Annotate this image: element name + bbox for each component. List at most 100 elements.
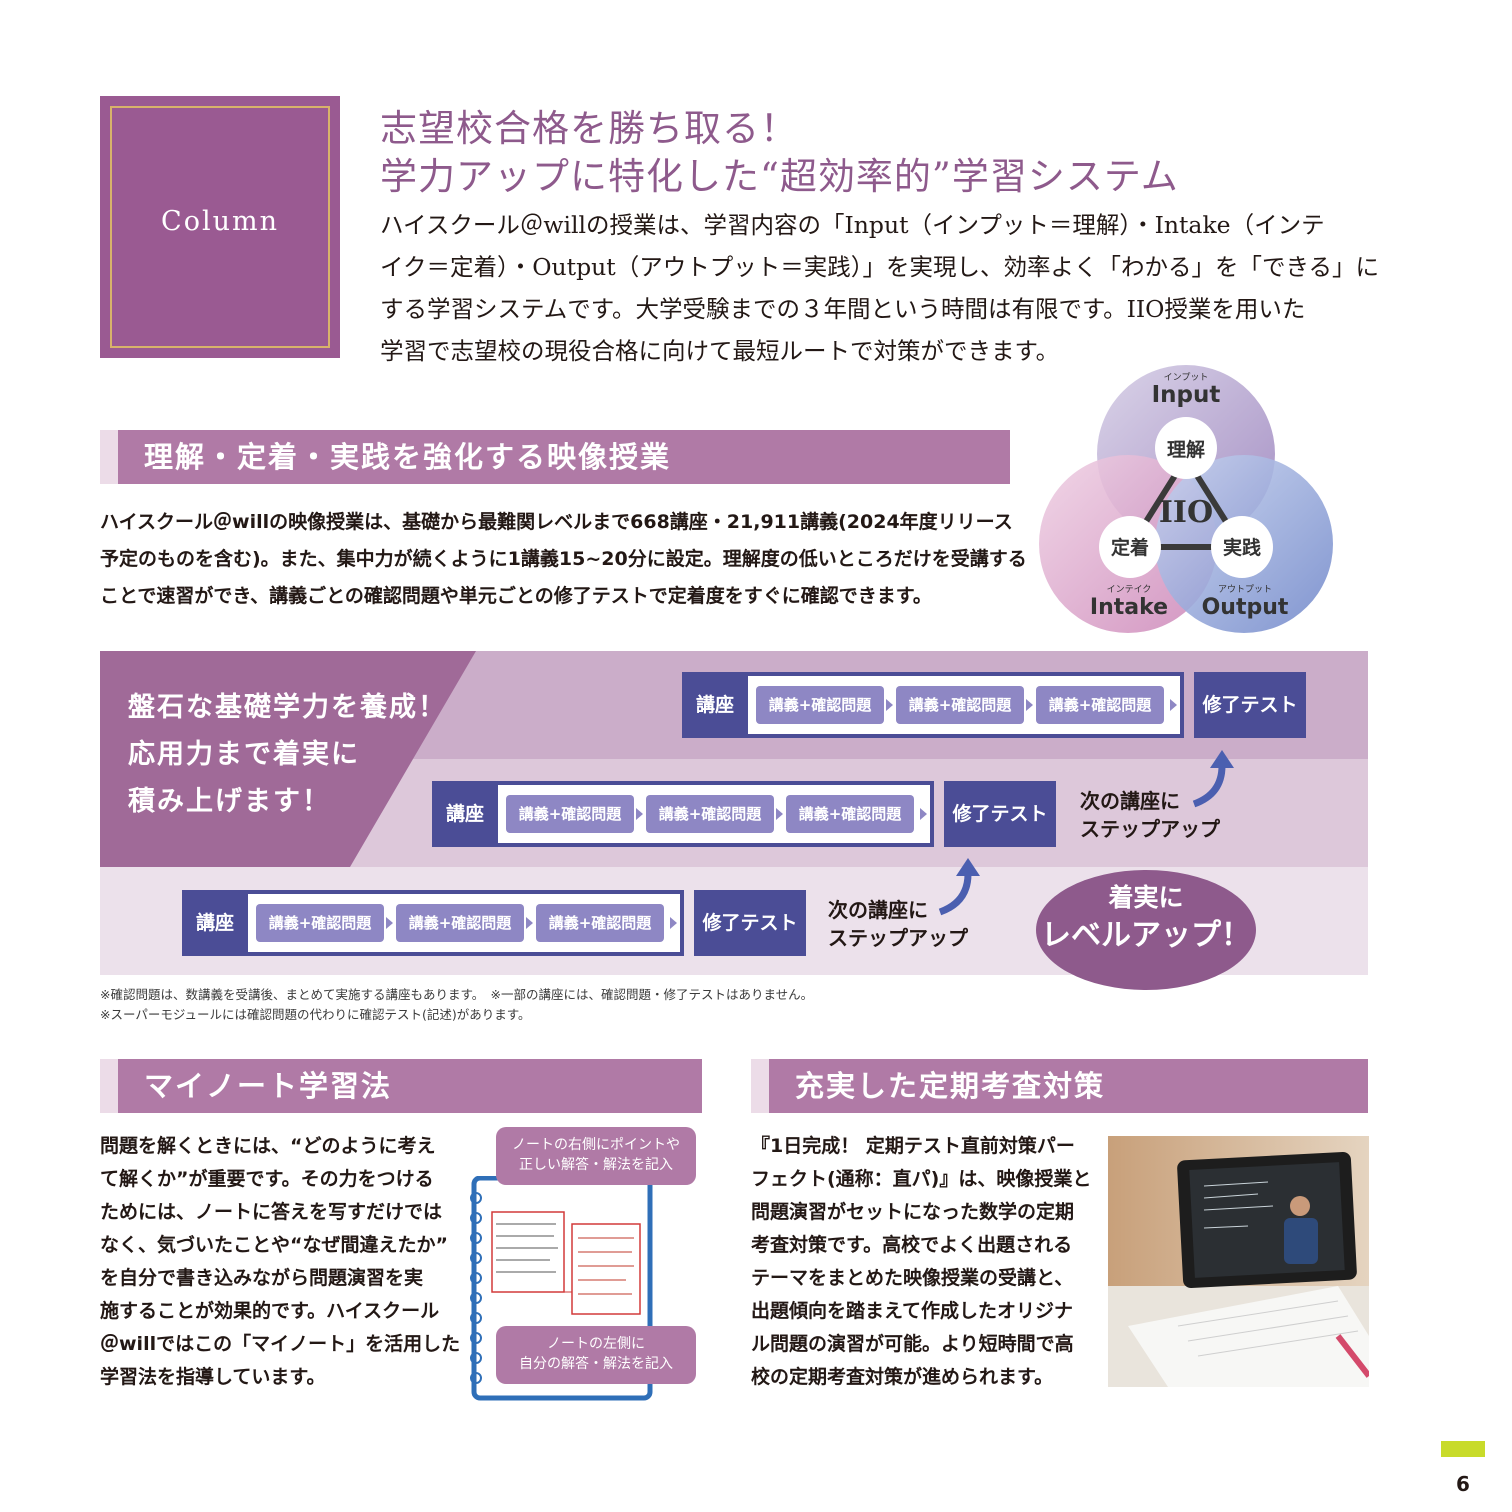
balloon-line: ノートの右側にポイントや	[512, 1137, 680, 1153]
curved-up-arrow-icon	[938, 858, 980, 916]
column-label: Column	[161, 206, 279, 237]
levelup-text: 着実に レベルアップ！	[1034, 880, 1258, 956]
intro-line: する学習システムです。大学受験までの３年間という時間は有限です。IIO授業を用い…	[380, 295, 1306, 323]
video-body-line: ことで速習ができ、講義ごとの確認問題や単元ごとの修了テストで定着度をすぐに確認で…	[100, 585, 932, 607]
mynote-body: 問題を解くときには、“どのように考え て解くか”が重要です。その力をつける ため…	[100, 1130, 460, 1394]
step-up-label: 次の講座に ステップアップ	[1080, 787, 1220, 843]
headline-line-2: 学力アップに特化した“超効率的”学習システム	[380, 155, 1179, 198]
arrow-icon	[1026, 699, 1033, 711]
footnote: ※確認問題は、数講義を受講後、まとめて実施する講座もあります。 ※一部の講座には…	[100, 987, 814, 1002]
iio-venn-diagram: 理解 定着 実践 IIO インプット Input インテイク Intake アウ…	[1039, 365, 1333, 633]
output-jp: 実践	[1223, 536, 1261, 559]
exam-body: 『1日完成！ 定期テスト直前対策パー フェクト(通称：直パ)』は、映像授業と 問…	[751, 1130, 1091, 1394]
page-number: 6	[1456, 1472, 1470, 1496]
mynote-section-header: マイノート学習法	[100, 1059, 702, 1113]
arrow-icon	[636, 808, 643, 820]
step-line: ステップアップ	[1080, 817, 1220, 841]
mynote-line: ためには、ノートに答えを写すだけでは	[100, 1201, 443, 1223]
course-label: 講座	[695, 694, 734, 716]
output-node	[1211, 516, 1273, 578]
footnote: ※スーパーモジュールには確認問題の代わりに確認テスト(記述)があります。	[100, 1007, 531, 1022]
course-row-2: 講座 講義+確認問題 講義+確認問題 講義+確認問題	[432, 781, 934, 847]
completion-test: 修了テスト	[1194, 672, 1306, 738]
levelup-line-2: レベルアップ！	[1041, 918, 1251, 953]
slogan-line: 積み上げます！	[128, 786, 331, 817]
lecture-strip: 講義+確認問題 講義+確認問題 講義+確認問題	[248, 894, 680, 952]
arrow-icon	[886, 699, 893, 711]
mynote-section-title: マイノート学習法	[144, 1069, 393, 1103]
levelup-ellipse	[1036, 870, 1256, 990]
mynote-line: 問題を解くときには、“どのように考え	[100, 1135, 436, 1157]
lecture-pill: 講義+確認問題	[396, 904, 524, 942]
course-row-3: 講座 講義+確認問題 講義+確認問題 講義+確認問題	[182, 890, 684, 956]
levelup-line-1: 着実に	[1108, 883, 1184, 912]
slogan-line: 応用力まで着実に	[128, 739, 360, 770]
lecture-strip: 講義+確認問題 講義+確認問題 講義+確認問題	[498, 785, 930, 843]
mynote-line: なく、気づいたことや“なぜ間違えたか”	[100, 1234, 448, 1256]
step-up-label: 次の講座に ステップアップ	[828, 896, 968, 952]
exam-line: 校の定期考査対策が進められます。	[751, 1366, 1054, 1388]
video-body-line: ハイスクール＠willの映像授業は、基礎から最難関レベルまで668講座・21,9…	[100, 511, 1013, 533]
exam-line: 考査対策です。高校でよく出題される	[751, 1234, 1073, 1256]
exam-section-header: 充実した定期考査対策	[751, 1059, 1368, 1113]
intro-line: ハイスクール＠willの授業は、学習内容の「Input（インプット＝理解）・In…	[380, 211, 1325, 239]
video-section-header: 理解・定着・実践を強化する映像授業	[100, 430, 1010, 484]
exam-line: ル問題の演習が可能。より短時間で高	[751, 1333, 1074, 1355]
balloon-right-side: ノートの右側にポイントや 正しい解答・解法を記入	[496, 1127, 696, 1185]
tablet-photo	[1108, 1136, 1369, 1387]
exam-line: 問題演習がセットになった数学の定期	[751, 1201, 1075, 1223]
balloon-line: 自分の解答・解法を記入	[519, 1356, 673, 1372]
page-number-tag: 6	[1441, 1441, 1485, 1512]
intake-ruby: インテイク	[1107, 584, 1152, 595]
arrow-icon	[776, 808, 783, 820]
video-body: ハイスクール＠willの映像授業は、基礎から最難関レベルまで668講座・21,9…	[100, 504, 1027, 615]
course-label: 講座	[445, 803, 484, 825]
arrow-icon	[920, 808, 927, 820]
intro-text: ハイスクール＠willの授業は、学習内容の「Input（インプット＝理解）・In…	[380, 204, 1380, 372]
intro-line: 学習で志望校の現役合格に向けて最短ルートで対策ができます。	[380, 337, 1060, 365]
mynote-line: を自分で書き込みながら問題演習を実	[100, 1267, 424, 1289]
exam-line: 出題傾向を踏まえて作成したオリジナ	[751, 1300, 1074, 1322]
exam-line: フェクト(通称：直パ)』は、映像授業と	[751, 1168, 1092, 1190]
lecture-pill: 講義+確認問題	[896, 686, 1024, 724]
iio-center: IIO	[1159, 495, 1213, 530]
lecture-pill: 講義+確認問題	[1036, 686, 1164, 724]
balloon-line: ノートの左側に	[547, 1336, 645, 1352]
column-frame	[110, 106, 330, 348]
exam-line: テーマをまとめた映像授業の受講と、	[751, 1267, 1074, 1289]
step-line: 次の講座に	[828, 898, 928, 922]
curved-up-arrow-icon	[1192, 750, 1234, 808]
balloon-line: 正しい解答・解法を記入	[519, 1157, 673, 1173]
intro-line: イク＝定着）・Output（アウトプット＝実践）」を実現し、効率よく「わかる」を…	[380, 253, 1380, 281]
step-line: ステップアップ	[828, 926, 968, 950]
mynote-line: て解くか”が重要です。その力をつける	[100, 1168, 434, 1190]
arrow-icon	[1170, 699, 1177, 711]
completion-test: 修了テスト	[944, 781, 1056, 847]
balloon-left-side: ノートの左側に 自分の解答・解法を記入	[496, 1326, 696, 1384]
exam-line: 『1日完成！ 定期テスト直前対策パー	[751, 1135, 1075, 1157]
video-section-title: 理解・定着・実践を強化する映像授業	[144, 440, 672, 474]
lecture-pill: 講義+確認問題	[536, 904, 664, 942]
column-box: Column	[100, 96, 340, 358]
intake-jp: 定着	[1111, 536, 1149, 559]
exam-section-title: 充実した定期考査対策	[795, 1069, 1106, 1103]
video-body-line: 予定のものを含む)。また、集中力が続くように1講義15~20分に設定。理解度の低…	[100, 548, 1027, 570]
step-line: 次の講座に	[1080, 789, 1180, 813]
arrow-icon	[670, 917, 677, 929]
headline-line-1: 志望校合格を勝ち取る！	[380, 107, 798, 150]
input-jp: 理解	[1167, 438, 1205, 461]
lecture-strip: 講義+確認問題 講義+確認問題 講義+確認問題	[748, 676, 1180, 734]
footnotes: ※確認問題は、数講義を受講後、まとめて実施する講座もあります。 ※一部の講座には…	[100, 985, 813, 1025]
mynote-line: ＠willではこの「マイノート」を活用した	[100, 1333, 461, 1355]
arrow-icon	[386, 917, 393, 929]
course-label: 講座	[195, 912, 234, 934]
arrow-icon	[526, 917, 533, 929]
lecture-pill: 講義+確認問題	[506, 795, 634, 833]
lecture-pill: 講義+確認問題	[756, 686, 884, 724]
slogan-parallelogram	[100, 651, 476, 867]
intake-word: Intake	[1090, 595, 1168, 620]
output-ruby: アウトプット	[1218, 584, 1272, 595]
course-row-1: 講座 講義+確認問題 講義+確認問題 講義+確認問題	[682, 672, 1184, 738]
mynote-line: 学習法を指導しています。	[100, 1366, 326, 1388]
flow-slogan: 盤石な基礎学力を養成！ 応用力まで着実に 積み上げます！	[128, 684, 447, 825]
